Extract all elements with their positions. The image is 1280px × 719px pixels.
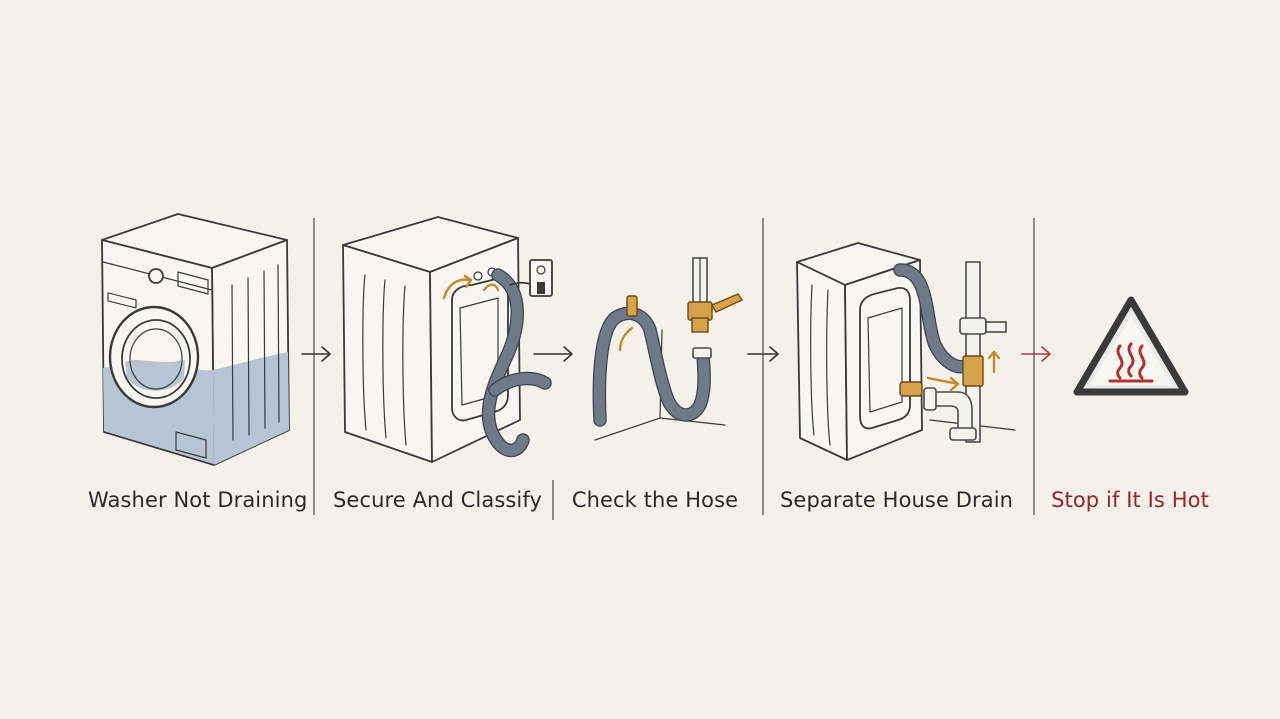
washer-flooded-icon bbox=[101, 213, 290, 466]
next-arrow-1 bbox=[301, 346, 331, 362]
step-label-check-the-hose: Check the Hose bbox=[571, 488, 739, 512]
washer-back-unplug-icon bbox=[342, 216, 553, 463]
hot-warning-triangle-icon bbox=[1073, 296, 1189, 396]
next-arrow-2 bbox=[533, 346, 573, 362]
step-label-stop-if-hot: Stop if It Is Hot bbox=[1051, 488, 1209, 512]
next-arrow-4 bbox=[1021, 346, 1051, 362]
washer-house-drain-icon bbox=[796, 242, 1016, 461]
step-label-secure-and-classify: Secure And Classify bbox=[333, 488, 542, 512]
drain-hose-loop-icon bbox=[592, 257, 744, 441]
step-label-separate-house-drain: Separate House Drain bbox=[780, 488, 1014, 512]
step-label-washer-not-draining: Washer Not Draining bbox=[88, 488, 308, 512]
